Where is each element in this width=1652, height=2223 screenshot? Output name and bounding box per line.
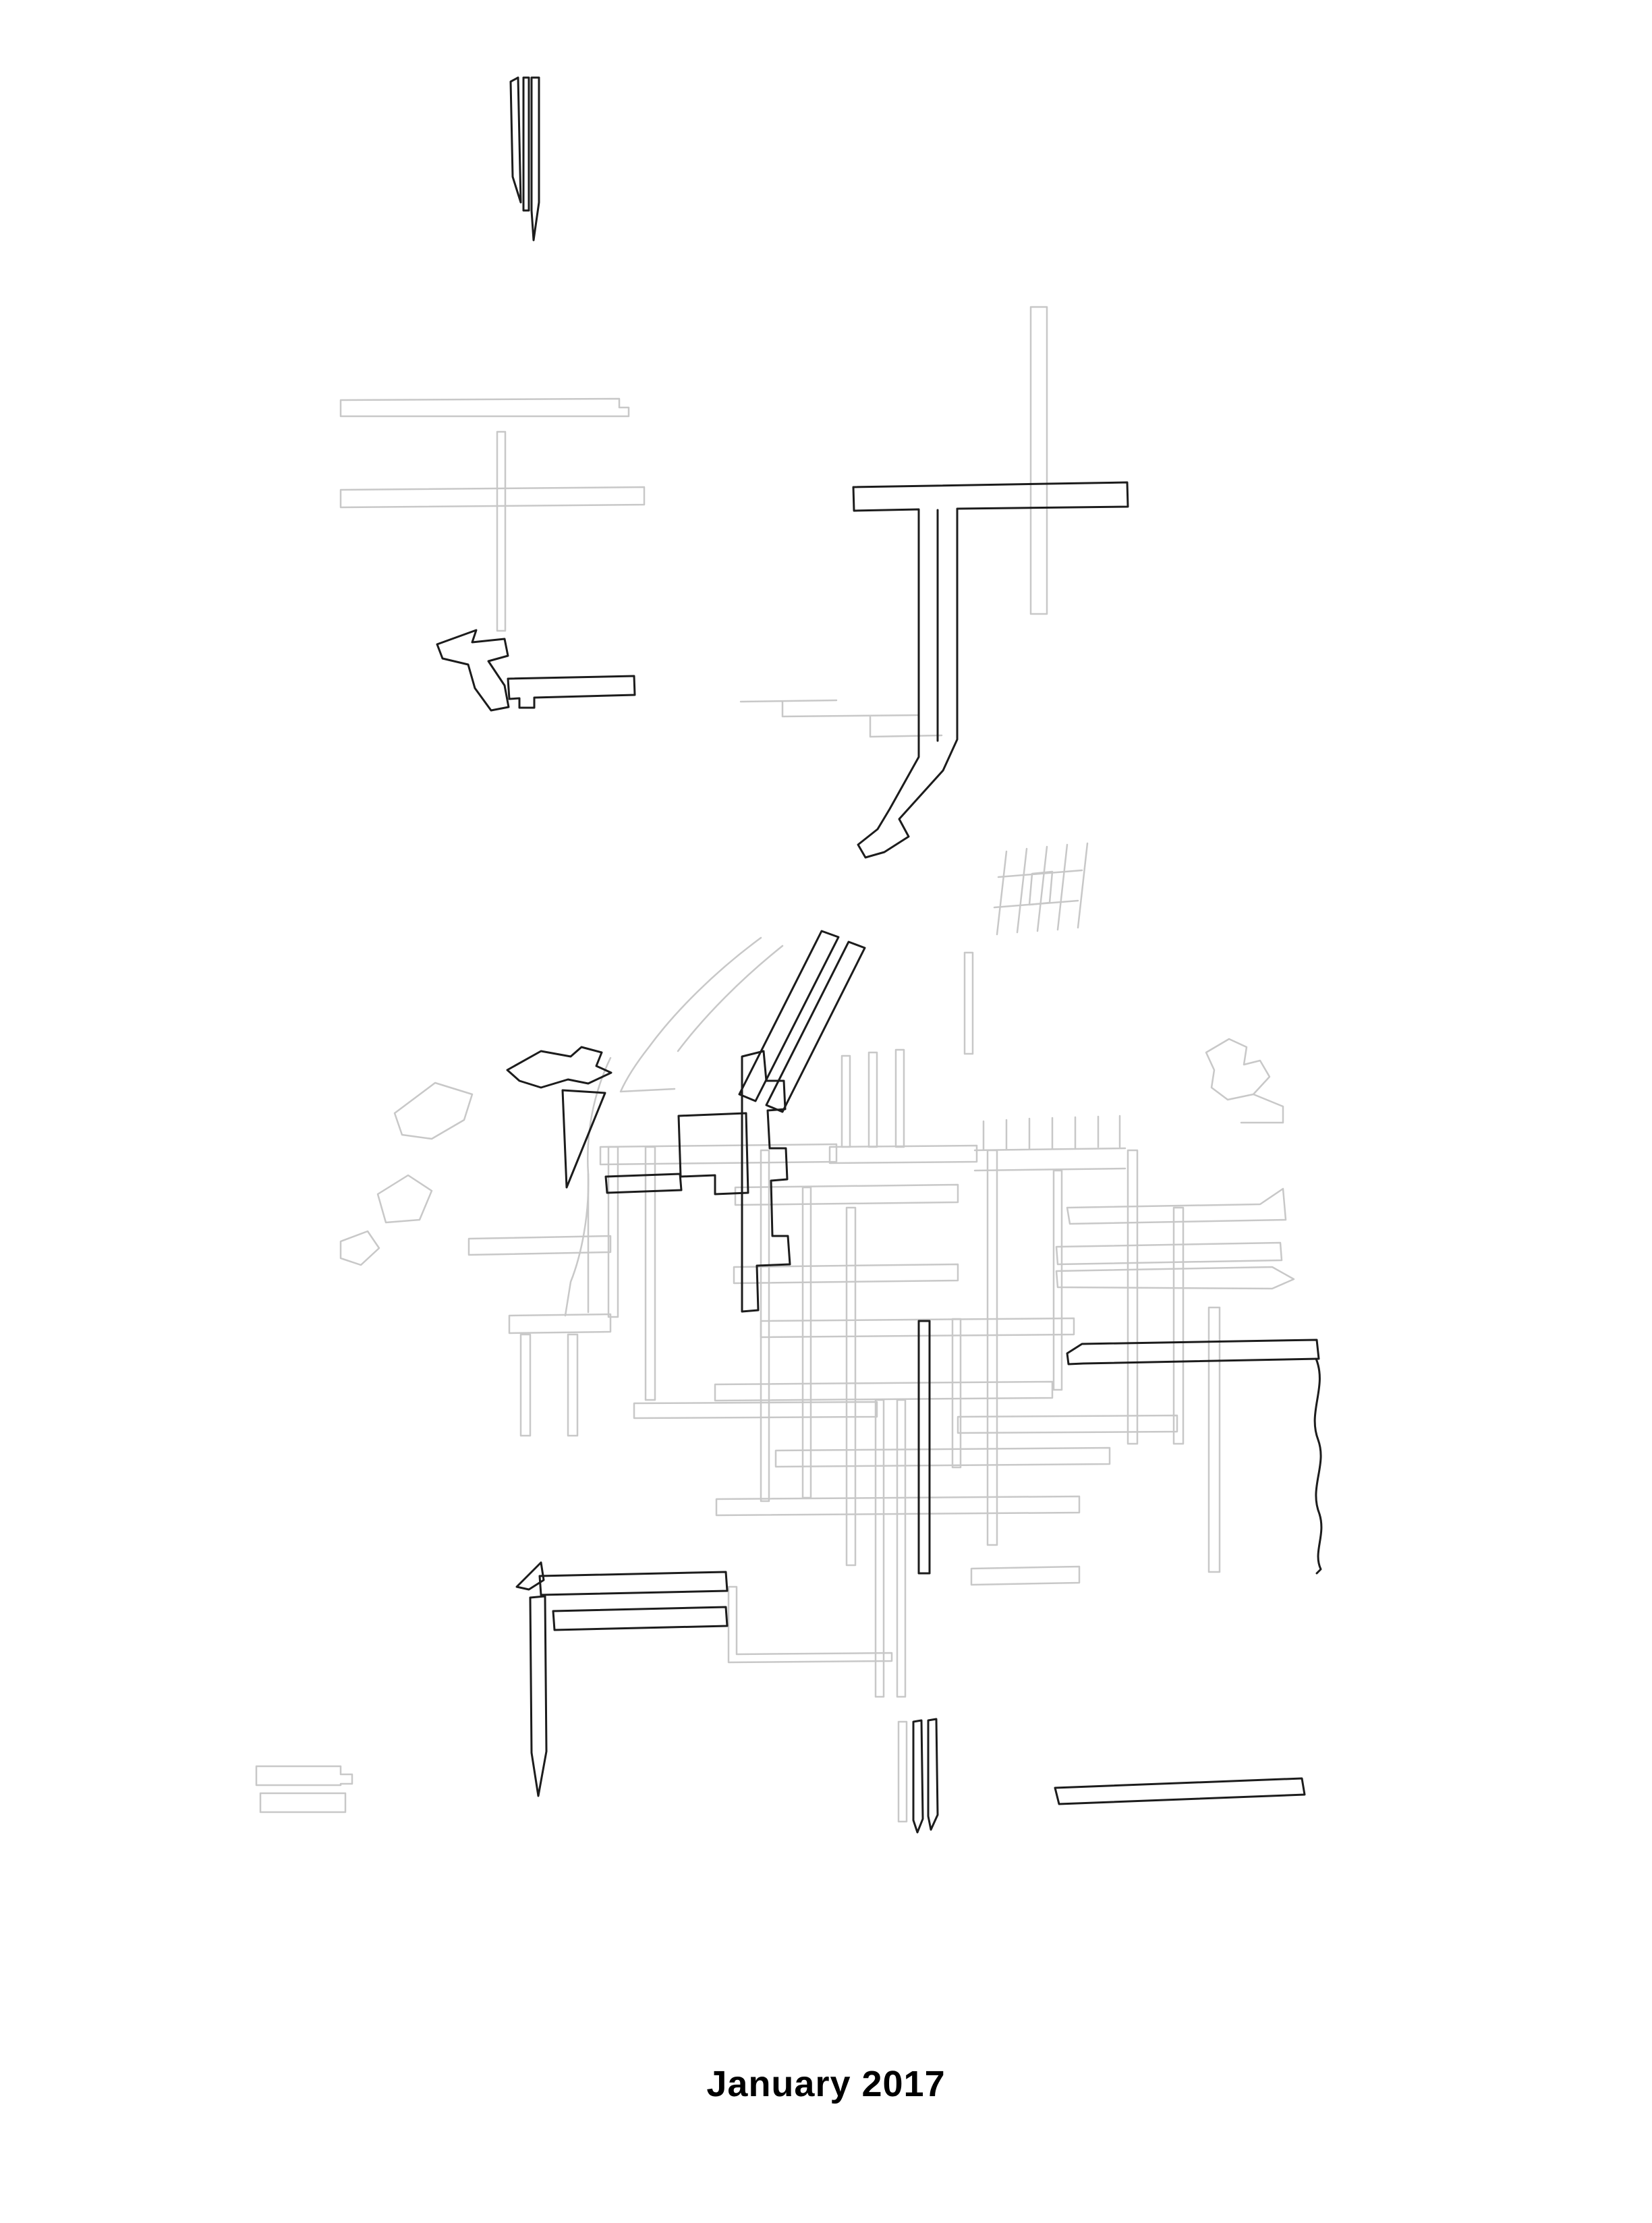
route-segment xyxy=(917,1320,931,1575)
route-segment xyxy=(951,1318,962,1469)
route-segment xyxy=(538,1571,729,1596)
route-segment xyxy=(957,1414,1178,1434)
route-segment xyxy=(986,1149,998,1546)
route-segment xyxy=(1205,1038,1271,1101)
route-segment xyxy=(733,1263,959,1285)
route-segment xyxy=(727,1585,893,1664)
route-segment xyxy=(259,1792,347,1813)
route-segment xyxy=(765,940,866,1113)
route-segment xyxy=(741,1050,791,1313)
route-segment xyxy=(508,1313,612,1334)
route-segment xyxy=(633,1401,878,1419)
route-segment xyxy=(1207,1306,1221,1573)
route-segment xyxy=(897,1720,908,1823)
route-segment xyxy=(515,1561,545,1591)
route-segment xyxy=(845,1206,857,1567)
route-segment xyxy=(376,1174,433,1224)
caption-text: January 2017 xyxy=(706,2064,946,2104)
route-segment xyxy=(714,1380,1054,1402)
route-segment xyxy=(677,945,784,1052)
route-segment xyxy=(529,1595,548,1797)
route-segment xyxy=(734,1183,959,1206)
route-segment xyxy=(436,629,510,712)
route-segment xyxy=(852,481,1129,859)
route-segment xyxy=(841,1054,851,1148)
route-segment xyxy=(801,1186,812,1499)
route-segment xyxy=(1052,1169,1063,1391)
route-segment xyxy=(867,1051,878,1148)
route-segment xyxy=(1028,870,1054,906)
route-segment xyxy=(1240,1093,1284,1124)
route-segment xyxy=(496,430,507,632)
route-segment xyxy=(896,1399,907,1698)
route-segment xyxy=(677,1112,749,1195)
route-segment xyxy=(828,1144,978,1164)
route-segment xyxy=(567,1333,579,1437)
route-segment xyxy=(874,1399,885,1698)
route-segment xyxy=(973,1115,1127,1172)
route-segment xyxy=(774,1446,1111,1468)
route-segment xyxy=(1055,1241,1283,1266)
route-segment xyxy=(519,1333,532,1437)
route-segment xyxy=(760,1149,770,1502)
route-segment xyxy=(339,1230,380,1266)
route-segment xyxy=(644,1146,656,1401)
route-segment xyxy=(927,1718,939,1831)
route-segment xyxy=(739,699,943,738)
route-segment xyxy=(963,951,974,1055)
gray-routes xyxy=(255,306,1295,1823)
route-segment xyxy=(1313,1357,1323,1575)
route-segment xyxy=(561,1089,606,1189)
route-segment xyxy=(1172,1206,1185,1445)
route-segment xyxy=(1055,1266,1295,1290)
route-segment xyxy=(1029,306,1048,615)
route-segment xyxy=(339,486,646,509)
route-segment xyxy=(552,1606,729,1631)
route-segment xyxy=(599,1143,838,1166)
route-segment xyxy=(255,1765,353,1786)
route-segment xyxy=(467,1235,612,1256)
black-routes xyxy=(436,76,1323,1834)
route-segment xyxy=(530,76,540,242)
route-segment xyxy=(1054,1777,1306,1805)
route-segment xyxy=(738,930,840,1102)
route-segment xyxy=(506,1046,613,1089)
route-segment xyxy=(1066,1339,1320,1366)
route-segment xyxy=(507,675,636,709)
route-segment xyxy=(619,936,762,1093)
route-segment xyxy=(1127,1149,1139,1445)
route-segment xyxy=(912,1719,924,1834)
route-segment xyxy=(760,1317,1075,1339)
route-segment xyxy=(1066,1187,1287,1225)
route-segment xyxy=(993,842,1089,936)
route-segment xyxy=(393,1081,474,1140)
route-segment xyxy=(339,397,630,418)
route-segment xyxy=(894,1048,905,1148)
route-segment xyxy=(970,1565,1081,1586)
route-segment xyxy=(715,1495,1081,1517)
route-segment xyxy=(509,76,522,204)
route-segment xyxy=(604,1173,683,1194)
route-segment xyxy=(522,76,530,212)
route-segment xyxy=(607,1146,619,1318)
